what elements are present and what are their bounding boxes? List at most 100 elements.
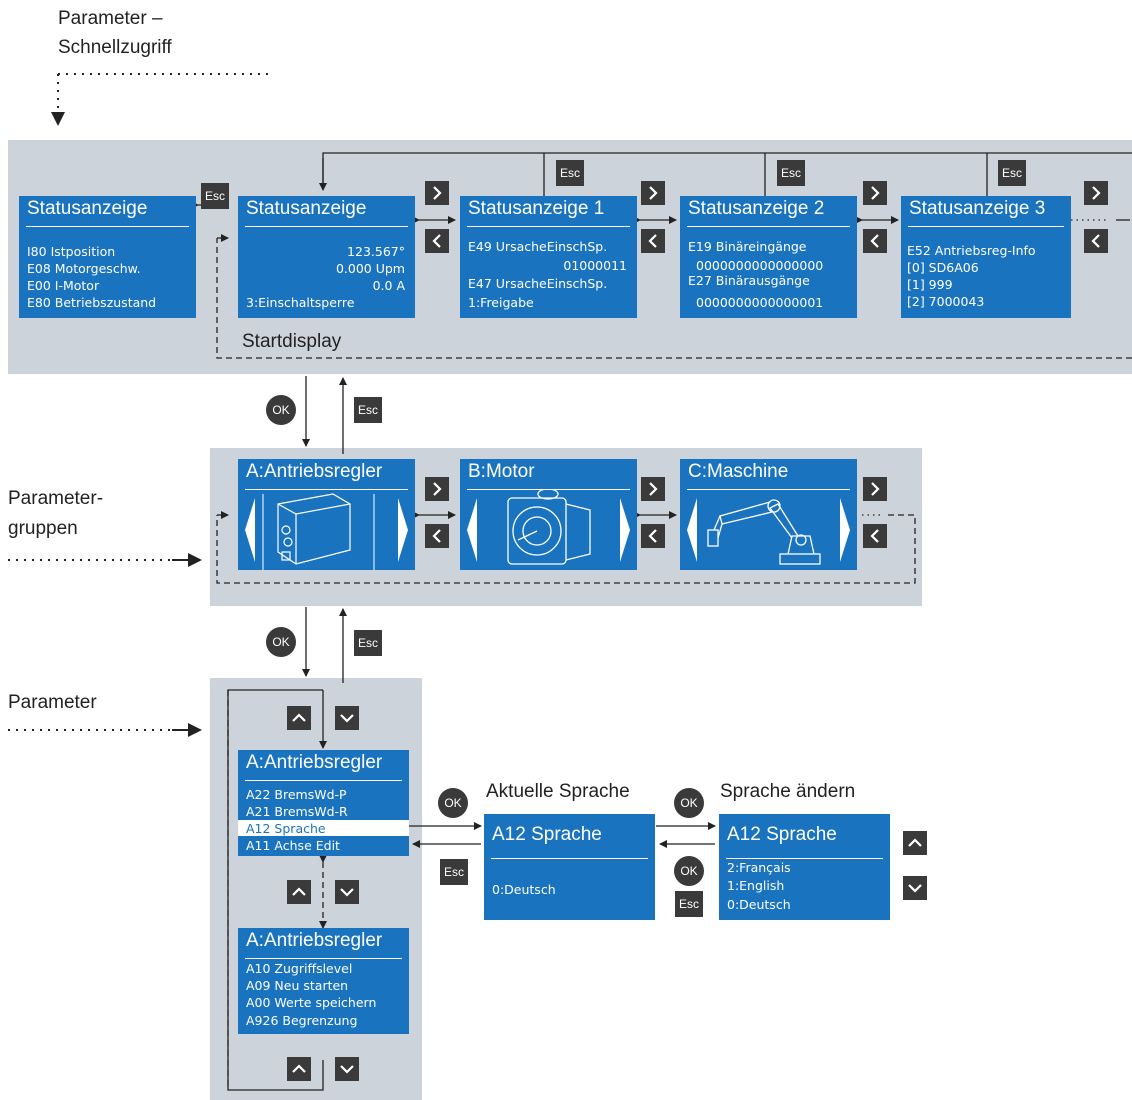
param-item[interactable]: A926 Begrenzung	[246, 1013, 358, 1028]
param-item[interactable]: A10 Zugriffslevel	[246, 961, 353, 976]
param-list-title: A:Antriebsregler	[246, 752, 383, 773]
next-button[interactable]	[641, 477, 665, 501]
down-button[interactable]	[335, 1057, 359, 1081]
status-line: 0.0 A	[372, 278, 405, 293]
status-line: [2] 7000043	[907, 294, 985, 309]
esc-button[interactable]: Esc	[998, 160, 1026, 186]
status-line: [1] 999	[907, 277, 953, 292]
label-sprache-aendern: Sprache ändern	[720, 781, 856, 802]
ok-button[interactable]: OK	[438, 788, 468, 818]
ok-button[interactable]: OK	[674, 856, 704, 886]
next-button[interactable]	[425, 181, 449, 205]
chevron-left-icon	[870, 234, 879, 248]
group-display-0: A:Antriebsregler	[238, 459, 415, 570]
status-line: I80 Istposition	[27, 244, 116, 259]
chevron-down-icon	[340, 888, 354, 897]
down-button[interactable]	[903, 876, 927, 900]
language-option[interactable]: 2:Français	[727, 860, 791, 875]
ok-button[interactable]: OK	[266, 627, 296, 657]
status-display-2: Statusanzeige 1 E49 UrsacheEinschSp. 010…	[460, 196, 637, 318]
drive-controller-icon	[245, 493, 408, 570]
status-line: E49 UrsacheEinschSp.	[468, 239, 608, 254]
esc-button[interactable]: Esc	[777, 160, 805, 186]
ok-button[interactable]: OK	[674, 788, 704, 818]
chevron-right-icon	[433, 186, 442, 200]
chevron-down-icon	[340, 1065, 354, 1074]
robot-arm-icon	[687, 498, 850, 565]
status-line: E08 Motorgeschw.	[27, 261, 141, 276]
prev-button[interactable]	[425, 229, 449, 253]
chevron-left-icon	[432, 234, 441, 248]
status-line: E52 Antriebsreg-Info	[907, 243, 1036, 258]
next-button[interactable]	[863, 181, 887, 205]
language-value: 0:Deutsch	[492, 882, 556, 897]
status-line: 0000000000000000	[696, 258, 824, 273]
status-display-1: Statusanzeige 123.567° 0.000 Upm 0.0 A 3…	[238, 196, 415, 318]
chevron-right-icon	[1092, 186, 1101, 200]
param-item-selected[interactable]: A12 Sprache	[246, 821, 326, 836]
chevron-right-icon	[871, 482, 880, 496]
param-item[interactable]: A00 Werte speichern	[246, 995, 377, 1010]
group-title: B:Motor	[468, 461, 535, 482]
up-button[interactable]	[903, 831, 927, 855]
status-line: E27 Binärausgänge	[688, 273, 810, 288]
status-line: 3:Einschaltsperre	[246, 295, 355, 310]
status-line: 123.567°	[347, 244, 405, 259]
esc-button[interactable]: Esc	[354, 630, 382, 656]
prev-button[interactable]	[641, 229, 665, 253]
label-gruppen-2: gruppen	[8, 518, 78, 539]
label-schnellzugriff-2: Schnellzugriff	[58, 37, 172, 58]
label-schnellzugriff-1: Parameter –	[58, 8, 163, 29]
prev-button[interactable]	[425, 524, 449, 548]
param-list-1: A:Antriebsregler A10 Zugriffslevel A09 N…	[238, 928, 409, 1034]
prev-button[interactable]	[863, 229, 887, 253]
status-display-title: Statusanzeige 1	[468, 198, 605, 219]
selected-row-highlight	[238, 820, 409, 836]
group-title: C:Maschine	[688, 461, 789, 482]
next-button[interactable]	[863, 477, 887, 501]
next-button[interactable]	[641, 181, 665, 205]
next-button[interactable]	[425, 477, 449, 501]
group-display-2: C:Maschine	[680, 459, 857, 570]
chevron-left-icon	[648, 234, 657, 248]
status-line: E47 UrsacheEinschSp.	[468, 276, 608, 291]
esc-button[interactable]: Esc	[354, 397, 382, 423]
status-display-4: Statusanzeige 3 E52 Antriebsreg-Info [0]…	[901, 196, 1071, 318]
param-item[interactable]: A11 Achse Edit	[246, 838, 340, 853]
chevron-right-icon	[871, 186, 880, 200]
up-button[interactable]	[287, 706, 311, 730]
status-line: [0] SD6A06	[907, 260, 979, 275]
up-button[interactable]	[287, 880, 311, 904]
status-line: 01000011	[563, 258, 627, 273]
up-button[interactable]	[287, 1057, 311, 1081]
status-line: E80 Betriebszustand	[27, 295, 157, 310]
down-button[interactable]	[335, 706, 359, 730]
chevron-up-icon	[292, 1064, 306, 1073]
prev-button[interactable]	[863, 524, 887, 548]
prev-button[interactable]	[1084, 229, 1108, 253]
prev-button[interactable]	[641, 524, 665, 548]
status-line: E00 I-Motor	[27, 278, 100, 293]
esc-button[interactable]: Esc	[201, 183, 229, 209]
language-option[interactable]: 1:English	[727, 878, 785, 893]
language-title: A12 Sprache	[492, 824, 602, 845]
down-button[interactable]	[335, 880, 359, 904]
esc-button[interactable]: Esc	[675, 891, 703, 917]
next-button[interactable]	[1084, 181, 1108, 205]
language-current-display: A12 Sprache 0:Deutsch	[484, 814, 655, 920]
status-display-title: Statusanzeige 3	[909, 198, 1046, 219]
status-line: 1:Freigabe	[468, 295, 534, 310]
esc-button[interactable]: Esc	[440, 859, 468, 885]
label-gruppen-1: Parameter-	[8, 488, 104, 509]
chevron-up-icon	[292, 887, 306, 896]
label-aktuelle-sprache: Aktuelle Sprache	[486, 781, 630, 802]
esc-button[interactable]: Esc	[556, 160, 584, 186]
chevron-right-icon	[649, 482, 658, 496]
param-item[interactable]: A21 BremsWd-R	[246, 804, 348, 819]
chevron-left-icon	[648, 529, 657, 543]
param-item[interactable]: A09 Neu starten	[246, 978, 349, 993]
language-option[interactable]: 0:Deutsch	[727, 897, 791, 912]
param-item[interactable]: A22 BremsWd-P	[246, 787, 347, 802]
ok-button[interactable]: OK	[266, 395, 296, 425]
